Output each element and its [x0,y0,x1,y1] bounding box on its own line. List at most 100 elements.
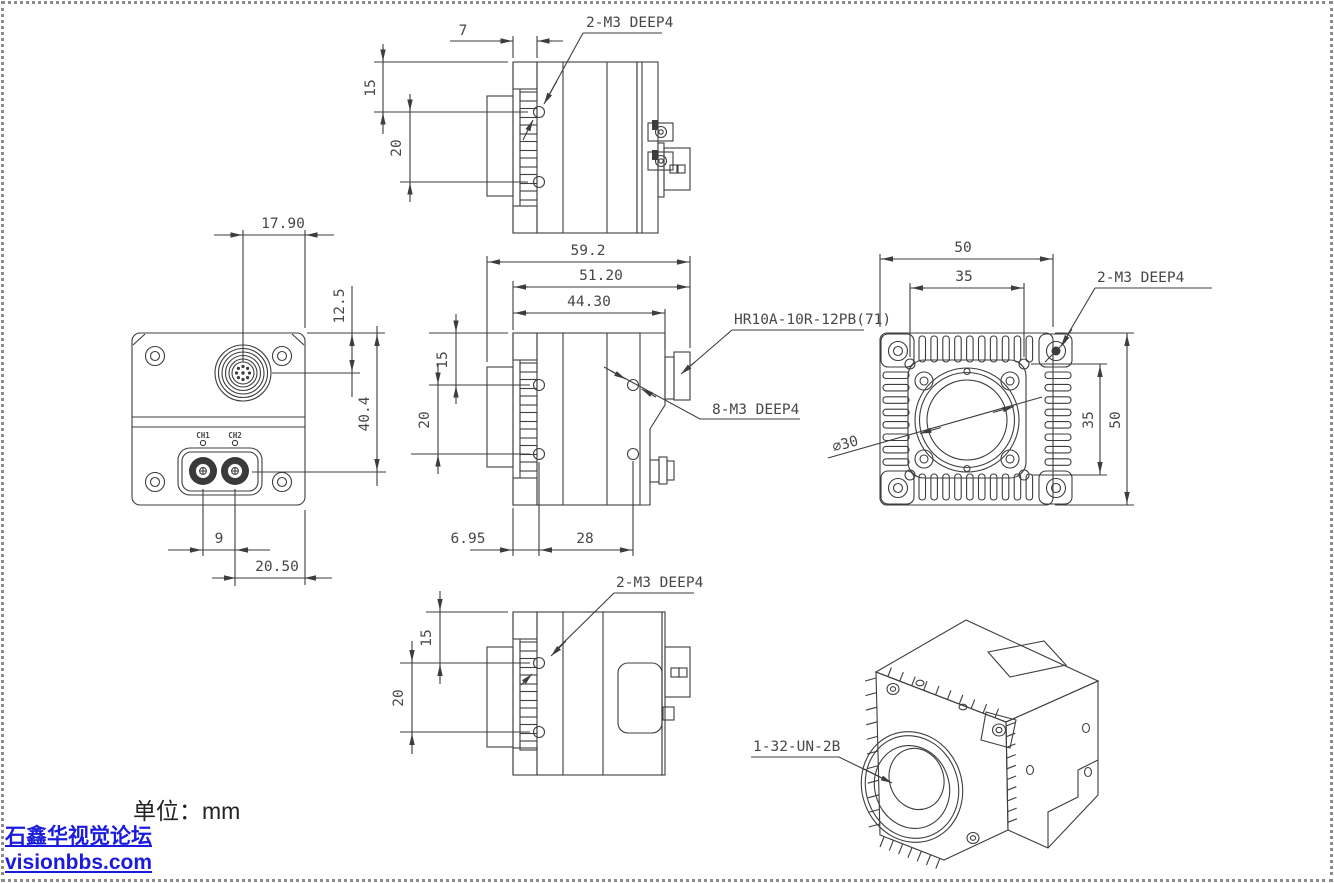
dim-arrow [992,405,1015,414]
mount-plate [907,359,1027,479]
heatsink-fin [934,685,940,696]
heatsink-slot [1044,445,1072,454]
dim-extension [168,489,270,586]
right-face [1005,680,1099,849]
heatsink-spine [512,62,521,233]
panel-seam [132,416,305,428]
leader-line [548,32,662,96]
connector-pin [236,376,240,380]
front-screw [889,686,897,692]
dim-dia30: ∅30 [831,433,861,456]
heatsink-fin [519,461,538,472]
connector-pin [246,366,250,370]
heatsink-slot [954,473,962,501]
side-view: 59.2 51.20 44.30 15 20 6.95 28 HR10A-10R… [411,243,891,556]
heatsink-fin [887,667,892,677]
heatsink-slot [1044,433,1072,442]
dim-extension [909,283,1025,357]
dim-20: 20 [389,139,405,156]
heatsink-fin [519,91,538,102]
heatsink-slot [1013,473,1022,501]
leader-arrow [610,370,626,380]
corner-screw [991,723,1007,737]
heatsink-fin [865,692,877,697]
dim-51-20: 51.20 [579,268,623,284]
leader-line [603,366,800,420]
top-view: 7 15 20 2-M3 DEEP4 [363,15,691,234]
heatsink-slot [930,335,938,363]
leader-line [555,592,694,651]
dim-20-50: 20.50 [255,559,299,575]
m3-hole [1018,358,1030,370]
heatsink-slot [942,473,950,501]
heatsink-fin [519,157,538,168]
label-ch2: CH2 [228,431,242,440]
leader-arrow [543,80,558,105]
heatsink-slot [954,335,962,363]
heatsink-slot [1001,335,1010,363]
heatsink-fin [898,843,904,855]
dim-extension [272,286,385,397]
ch2-connector [221,457,249,485]
heatsink-fin [519,690,538,702]
heatsink-fin [1006,754,1016,759]
connector-pin [670,667,680,678]
heatsink-fin [1006,764,1017,770]
label-8m3: 8-M3 DEEP4 [712,402,800,418]
top-face [874,619,1100,723]
coax-connector [658,456,668,485]
connector-pin [677,164,686,174]
front-view: 50 35 2-M3 DEEP4 35 50 ∅30 [827,240,1212,506]
heatsink-slot [977,335,986,363]
rear-cap [636,61,659,234]
rear-view: CH1 CH2 17.90 12.5 40.4 9 20.50 [131,216,386,586]
heatsink-fin [1005,721,1016,727]
lens-opening [860,731,964,843]
connector-pin [678,667,688,678]
heatsink-fin [867,794,880,799]
connector-pin [241,377,245,382]
corner-pad [1038,470,1073,505]
heatsink-fin [935,858,941,869]
heatsink-slot [977,473,986,501]
heatsink-slot [942,335,950,363]
dim-extension [486,256,691,362]
heatsink-slot [966,335,974,363]
dim-extension [400,94,528,202]
rear-panel [131,332,306,506]
m3-hole [532,378,546,392]
label-2m3: 2-M3 DEEP4 [616,575,704,591]
dim-arrow [919,426,942,435]
heatsink-fin [916,851,922,862]
watermark: 石鑫华视觉论坛 visionbbs.com [5,824,152,876]
heatsink-slot [989,335,998,363]
heatsink-fin [1007,818,1018,823]
heatsink-fin [519,428,538,439]
connector-housing [663,147,691,191]
heatsink-fin [982,703,988,714]
lens-stub [486,366,514,468]
label-ch1: CH1 [196,431,210,440]
dim-extension [470,461,634,556]
connector-pin [234,371,239,375]
dim-15: 15 [435,351,451,368]
heatsink-fin [519,140,538,152]
dim-35-top: 35 [955,269,972,285]
corner-screws [887,340,1067,499]
dim-extension [512,281,690,330]
bezel-screw [199,439,207,447]
side-hole [1025,764,1035,776]
rear-cap [640,332,666,506]
corner-pad [880,470,915,505]
heatsink-fins [519,362,538,472]
label-hr10a: HR10A-10R-12PB(71) [734,312,891,328]
body-seam [562,612,604,775]
connector-pins [234,364,252,382]
dim-extension [1055,332,1134,506]
heatsink-slot [918,473,927,501]
heatsink-block [512,477,538,506]
connector-pin [241,364,245,369]
screw-hole [958,703,968,711]
heatsink-slot [882,396,910,404]
leader-arrow [641,388,657,398]
